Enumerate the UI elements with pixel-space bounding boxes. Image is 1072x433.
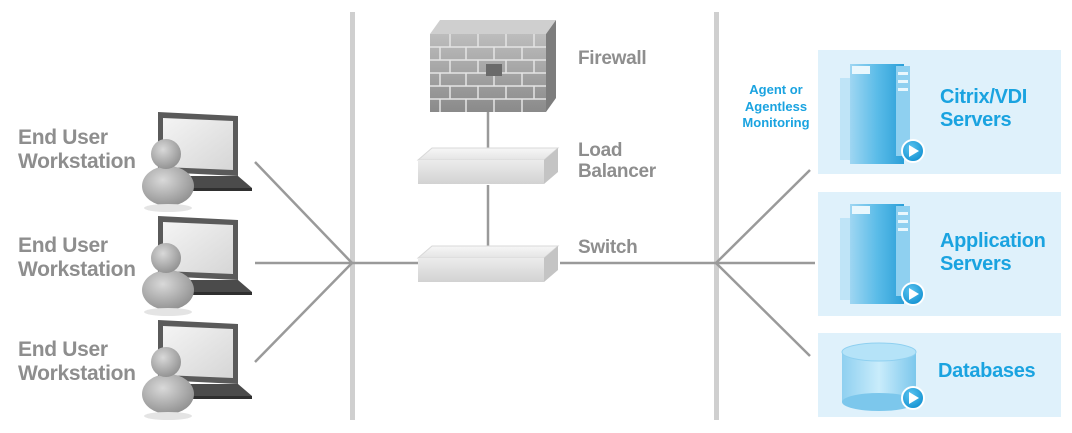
server-tower-icon [840, 204, 910, 304]
workstation-label-2: End User Workstation [18, 234, 148, 281]
workstation-label-3: End User Workstation [18, 338, 148, 385]
server-tower-icon [840, 64, 910, 164]
databases-label-line1: Databases [938, 360, 1036, 382]
left-divider [350, 12, 355, 420]
connection-lines [254, 110, 815, 363]
workstation-icon-2 [142, 216, 252, 316]
monitoring-label-line3: Monitoring [742, 115, 810, 131]
workstation-label-line1: End User [18, 126, 108, 149]
database-icon [841, 342, 917, 411]
application-servers-label-line1: Application [940, 230, 1046, 252]
play-icon[interactable] [901, 139, 925, 163]
load-balancer-label-line1: Load [578, 140, 623, 161]
monitoring-label-line1: Agent or [749, 82, 803, 97]
workstation-icon-3 [142, 320, 252, 420]
firewall-icon [430, 20, 556, 112]
citrix-servers-label[interactable]: Citrix/VDI Servers [940, 86, 1027, 132]
user-avatar-icon [142, 243, 194, 316]
firewall-label: Firewall [578, 48, 647, 69]
load-balancer-icon [416, 147, 560, 184]
switch-icon [416, 245, 560, 282]
user-avatar-icon [142, 347, 194, 420]
load-balancer-label-line2: Balancer [578, 161, 656, 183]
load-balancer-label: Load Balancer [578, 140, 718, 183]
workstation-label-line1: End User [18, 234, 108, 257]
workstation-label-1: End User Workstation [18, 126, 148, 173]
play-icon[interactable] [901, 282, 925, 306]
workstation-label-line2: Workstation [18, 149, 136, 173]
switch-label: Switch [578, 237, 638, 258]
workstation-icon-1 [142, 112, 252, 212]
citrix-servers-label-line1: Citrix/VDI [940, 86, 1028, 108]
monitoring-label-line2: Agentless [744, 98, 808, 114]
monitoring-label: Agent or Agentless Monitoring [726, 82, 826, 132]
citrix-servers-label-line2: Servers [940, 109, 1012, 131]
right-divider [714, 12, 719, 420]
play-icon[interactable] [901, 386, 925, 410]
databases-label[interactable]: Databases [938, 360, 1036, 383]
user-avatar-icon [142, 139, 194, 212]
application-servers-label-line2: Servers [940, 253, 1012, 275]
workstation-label-line2: Workstation [18, 361, 136, 385]
application-servers-label[interactable]: Application Servers [940, 230, 1046, 276]
workstation-label-line1: End User [18, 338, 108, 361]
workstation-label-line2: Workstation [18, 257, 136, 281]
